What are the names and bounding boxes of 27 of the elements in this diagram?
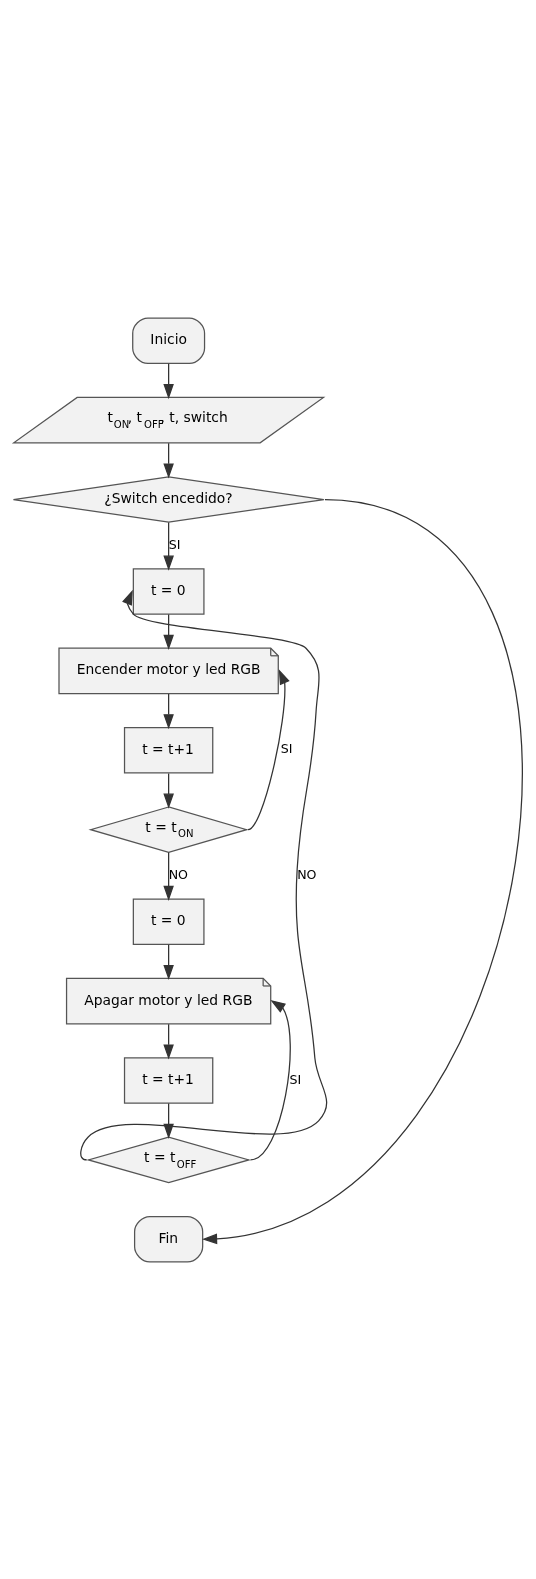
node-box: t = t+1 — [123, 726, 214, 774]
arrow — [163, 362, 174, 399]
arrow — [249, 999, 291, 1160]
node-box: Inicio — [132, 316, 206, 364]
arrow — [163, 613, 174, 650]
edge-label: NO — [168, 866, 188, 882]
node-diamond: t = t$_{OFF}$ — [86, 1136, 252, 1183]
arrow — [80, 589, 328, 1160]
edge-label: SI — [168, 536, 181, 552]
edge-label: SI — [280, 740, 293, 756]
edge-label: NO — [297, 866, 317, 882]
arrow — [247, 668, 290, 830]
arrow — [163, 521, 174, 571]
arrow — [163, 692, 174, 729]
arrow — [163, 943, 174, 980]
node-box: t = t+1 — [123, 1056, 214, 1104]
arrow — [163, 442, 174, 479]
arrow — [163, 1023, 174, 1059]
node-box: t = 0 — [132, 567, 205, 615]
arrow — [202, 498, 523, 1244]
arrow — [163, 851, 174, 901]
node-diamond: ¿Switch encedido? — [12, 475, 325, 523]
arrow — [163, 772, 174, 809]
node-box: Fin — [134, 1215, 204, 1263]
edge-label: SI — [289, 1071, 302, 1087]
node-diamond: t = t$_{ON}$ — [88, 805, 249, 853]
node-box: t = 0 — [132, 897, 205, 945]
